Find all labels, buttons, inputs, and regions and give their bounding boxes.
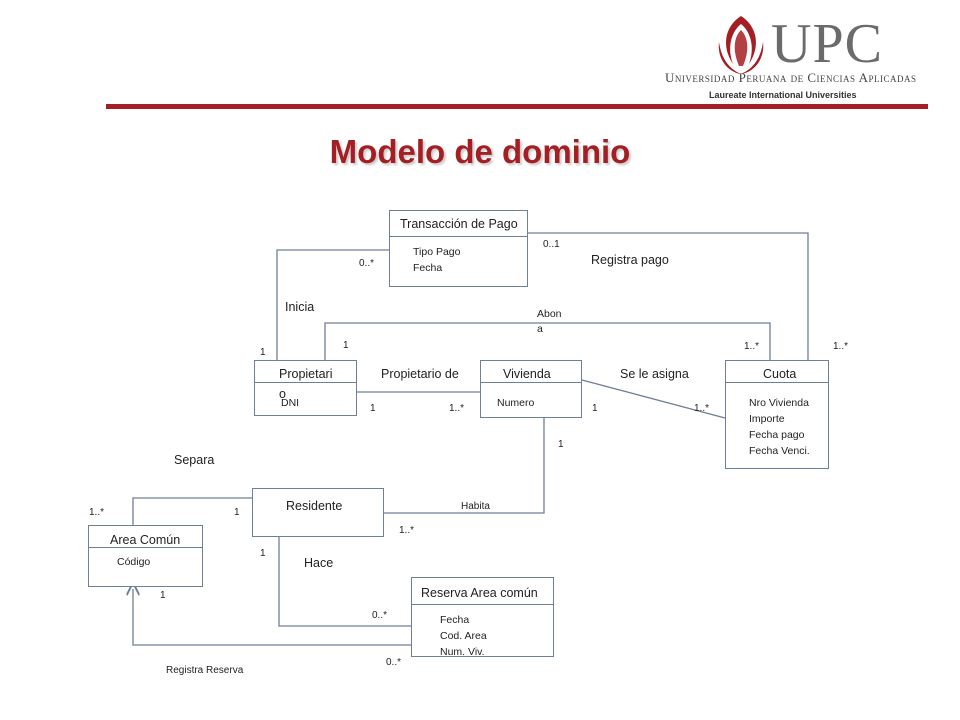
class-name: Transacción de Pago bbox=[400, 217, 518, 231]
class-name: Reserva Area común bbox=[421, 586, 538, 600]
class-area-comun: Area Común Código bbox=[88, 525, 203, 587]
network-name: Laureate International Universities bbox=[709, 90, 857, 100]
assoc-habita: Habita bbox=[461, 501, 490, 512]
mult-cuota-asigna: 1..* bbox=[694, 403, 710, 414]
class-name: Cuota bbox=[763, 367, 797, 381]
mult-reserva-hace: 0..* bbox=[372, 610, 388, 621]
assoc-registra-pago: Registra pago bbox=[591, 253, 669, 267]
attribute: Tipo Pago bbox=[413, 246, 461, 258]
line-registra-pago bbox=[528, 232, 809, 360]
line-abona bbox=[324, 322, 771, 360]
mult-area-reserva: 1 bbox=[160, 590, 166, 601]
assoc-abona-wrap: a bbox=[537, 323, 543, 335]
class-name: Area Común bbox=[110, 533, 181, 547]
attribute: Num. Viv. bbox=[440, 646, 485, 658]
line-separa bbox=[132, 497, 252, 525]
class-name: Propietari bbox=[279, 367, 333, 381]
mult-res-habita: 1..* bbox=[399, 525, 415, 536]
logo-text: UPC bbox=[771, 13, 883, 75]
line-habita bbox=[384, 418, 545, 514]
class-cuota: Cuota Nro Vivienda Importe Fecha pago Fe… bbox=[725, 360, 829, 469]
attribute: Nro Vivienda bbox=[749, 397, 809, 409]
mult-reserva-registra: 0..* bbox=[386, 657, 402, 668]
upc-logo-mark-icon bbox=[718, 16, 764, 74]
header-divider bbox=[106, 104, 928, 109]
mult-area-separa: 1..* bbox=[89, 507, 105, 518]
attribute: Fecha Venci. bbox=[749, 445, 810, 457]
attribute: Fecha pago bbox=[749, 429, 805, 441]
mult-prop-abona: 1 bbox=[343, 340, 349, 351]
mult-trans-inicia: 0..* bbox=[359, 258, 375, 269]
assoc-abona: Abon bbox=[537, 308, 562, 320]
line-registra-reserva bbox=[133, 589, 411, 646]
attribute: Fecha bbox=[413, 262, 443, 274]
university-name: Universidad Peruana de Ciencias Aplicada… bbox=[665, 70, 917, 85]
mult-cuota-registra: 1..* bbox=[833, 341, 849, 352]
page-title: Modelo de dominio bbox=[329, 133, 631, 170]
mult-prop-de-prop: 1 bbox=[370, 403, 376, 414]
class-transaccion-de-pago: Transacción de Pago Tipo Pago Fecha bbox=[389, 210, 528, 287]
mult-res-separa: 1 bbox=[234, 507, 240, 518]
assoc-hace: Hace bbox=[304, 556, 334, 570]
class-residente: Residente bbox=[252, 488, 384, 537]
attribute: Importe bbox=[749, 413, 785, 425]
assoc-propietario-de: Propietario de bbox=[381, 367, 459, 381]
mult-prop-inicia: 1 bbox=[260, 347, 266, 358]
line-se-le-asigna bbox=[581, 379, 726, 419]
line-inicia bbox=[276, 249, 389, 360]
assoc-se-le-asigna: Se le asigna bbox=[620, 367, 689, 381]
class-name-wrap: o bbox=[279, 387, 286, 401]
attribute: Fecha bbox=[440, 614, 470, 626]
mult-prop-de-viv: 1..* bbox=[449, 403, 465, 414]
attribute: Numero bbox=[497, 397, 535, 409]
assoc-separa: Separa bbox=[174, 453, 215, 467]
class-vivienda: Vivienda Numero bbox=[480, 360, 582, 418]
mult-trans-registra: 0..1 bbox=[543, 239, 560, 250]
attribute: Cod. Area bbox=[440, 630, 487, 642]
mult-viv-habita: 1 bbox=[558, 439, 564, 450]
mult-res-hace: 1 bbox=[260, 548, 266, 559]
attribute: DNI bbox=[281, 397, 300, 409]
mult-cuota-abona: 1..* bbox=[744, 341, 760, 352]
assoc-inicia: Inicia bbox=[285, 300, 315, 314]
class-propietario: Propietari o DNI bbox=[254, 360, 357, 416]
line-hace bbox=[278, 537, 411, 627]
mult-viv-asigna: 1 bbox=[592, 403, 598, 414]
assoc-registra-reserva: Registra Reserva bbox=[166, 665, 244, 676]
upc-logo: UPC Universidad Peruana de Ciencias Apli… bbox=[665, 10, 945, 100]
class-name: Vivienda bbox=[503, 367, 551, 381]
class-name: Residente bbox=[286, 499, 343, 513]
class-reserva-area-comun: Reserva Area común Fecha Cod. Area Num. … bbox=[411, 577, 554, 658]
attribute: Código bbox=[117, 556, 151, 568]
